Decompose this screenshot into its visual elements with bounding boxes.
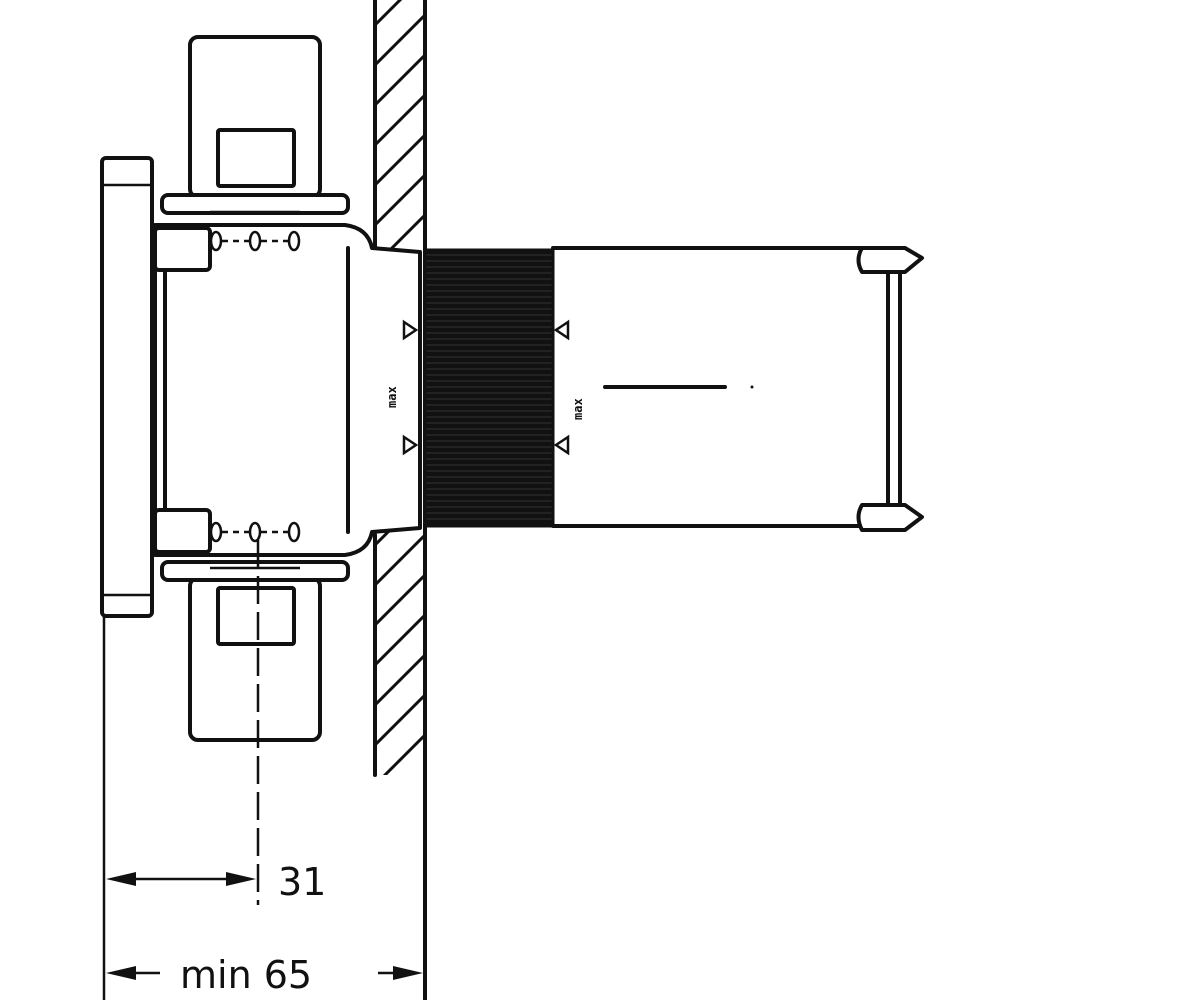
- bottom-handle: [160, 560, 350, 742]
- dimension-31: 31: [106, 860, 326, 904]
- mounting-sleeve: [551, 246, 924, 532]
- threaded-connector: [423, 248, 555, 528]
- depth-markers: [402, 319, 570, 456]
- body-marking: max: [571, 398, 585, 420]
- dimension-31-label: 31: [278, 860, 326, 904]
- top-handle: [160, 35, 350, 215]
- dimension-min-65-label: min 65: [180, 953, 312, 997]
- cover-plate: [100, 156, 154, 618]
- dimension-min-65: min 65: [106, 953, 423, 997]
- inlet-marking: max: [385, 386, 399, 408]
- valve-body: [153, 210, 422, 570]
